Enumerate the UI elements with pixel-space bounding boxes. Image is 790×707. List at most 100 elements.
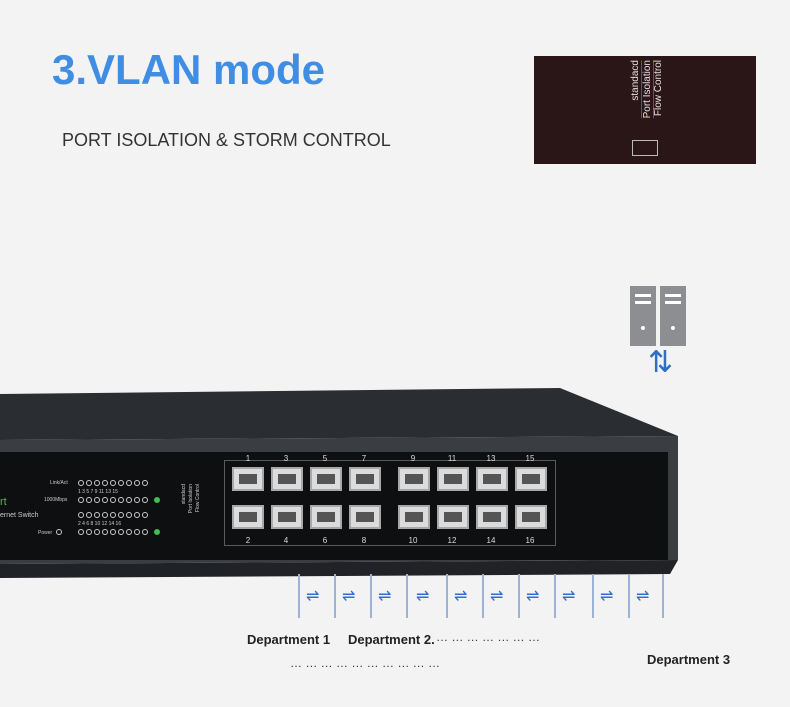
ellipsis-row: … … … … … … … [436, 630, 541, 644]
port-number: 15 [525, 454, 535, 463]
isolation-divider [482, 574, 484, 618]
server-icon [630, 286, 656, 346]
led-indicator [86, 529, 92, 535]
ethernet-port[interactable] [437, 467, 469, 491]
port-number: 11 [447, 454, 457, 463]
port-number: 1 [245, 454, 251, 463]
port-number: 4 [283, 536, 289, 545]
isolation-divider [298, 574, 300, 618]
led-indicator [86, 497, 92, 503]
led-indicator [126, 480, 132, 486]
led-numbers-even: 2 4 6 8 10 12 14 16 [78, 521, 122, 527]
ellipsis-row: … … … … … … … … … … [290, 656, 441, 670]
brand-text: rt [0, 496, 7, 508]
led-indicator [154, 497, 160, 503]
power-label: Power [38, 530, 53, 536]
led-indicator [78, 529, 84, 535]
ethernet-port[interactable] [271, 505, 303, 529]
led-indicator [126, 497, 132, 503]
led-indicator [86, 480, 92, 486]
led-indicator [134, 480, 140, 486]
dip-switch-photo: standacd Port Isolation Flow Control [534, 56, 756, 164]
ethernet-port[interactable] [398, 467, 430, 491]
led-indicator [102, 480, 108, 486]
led-indicator [102, 512, 108, 518]
led-indicator [142, 529, 148, 535]
ethernet-port[interactable] [232, 505, 264, 529]
led-indicator [94, 529, 100, 535]
isolation-icon: ⇌ [526, 588, 540, 605]
ethernet-port[interactable] [515, 467, 547, 491]
isolation-icon: ⇌ [490, 588, 504, 605]
led-indicator [110, 480, 116, 486]
isolation-icon: ⇌ [454, 588, 468, 605]
port-number: 9 [410, 454, 416, 463]
isolation-divider [554, 574, 556, 618]
dip-label-flow-control: Flow Control [653, 60, 664, 117]
port-number: 10 [408, 536, 418, 545]
led-indicator [94, 497, 100, 503]
led-indicator [118, 497, 124, 503]
led-indicator [118, 480, 124, 486]
ethernet-port[interactable] [349, 505, 381, 529]
isolation-divider [446, 574, 448, 618]
led-indicator [118, 529, 124, 535]
panel-dip-label: Port Isolation [188, 484, 194, 514]
department-3-label: Department 3 [647, 652, 731, 667]
isolation-icon: ⇌ [562, 588, 576, 605]
led-indicator [102, 529, 108, 535]
isolation-icon: ⇌ [306, 588, 320, 605]
led-indicator [110, 512, 116, 518]
isolation-icon: ⇌ [416, 588, 430, 605]
isolation-divider [406, 574, 408, 618]
led-indicator [94, 480, 100, 486]
port-number: 16 [525, 536, 535, 545]
led-indicator [78, 497, 84, 503]
department-1-label: Department 1 [247, 632, 331, 647]
led-indicator [134, 497, 140, 503]
ethernet-port[interactable] [515, 505, 547, 529]
dip-switch-block [632, 140, 658, 156]
ethernet-ports [224, 460, 556, 546]
ethernet-port[interactable] [349, 467, 381, 491]
speed-label: 1000Mbps [44, 497, 68, 503]
led-indicator [110, 497, 116, 503]
ethernet-port[interactable] [310, 505, 342, 529]
isolation-divider [662, 574, 664, 618]
isolation-icon: ⇌ [600, 588, 614, 605]
led-numbers-odd: 1 3 5 7 9 11 13 15 [78, 489, 118, 495]
port-number: 2 [245, 536, 251, 545]
ethernet-port[interactable] [310, 467, 342, 491]
isolation-icon: ⇌ [378, 588, 392, 605]
dip-label-standard: standacd [630, 60, 641, 101]
isolation-icon: ⇌ [342, 588, 356, 605]
up-down-arrows-icon: ⇅ [648, 346, 674, 379]
link-act-label: Link/Act [50, 480, 68, 486]
ethernet-port[interactable] [232, 467, 264, 491]
ethernet-port[interactable] [271, 467, 303, 491]
led-indicator [142, 497, 148, 503]
led-indicator [78, 480, 84, 486]
led-indicator [86, 512, 92, 518]
isolation-divider [592, 574, 594, 618]
isolation-icon: ⇌ [636, 588, 650, 605]
port-number: 7 [361, 454, 367, 463]
led-indicator [134, 529, 140, 535]
port-number: 12 [447, 536, 457, 545]
port-number: 5 [322, 454, 328, 463]
port-number: 3 [283, 454, 289, 463]
port-number: 8 [361, 536, 367, 545]
led-indicator [118, 512, 124, 518]
led-indicator [78, 512, 84, 518]
isolation-divider [334, 574, 336, 618]
led-indicator [126, 512, 132, 518]
led-indicator [126, 529, 132, 535]
ethernet-port[interactable] [437, 505, 469, 529]
server-icon [660, 286, 686, 346]
department-2-label: Department 2. [348, 632, 435, 647]
ethernet-port[interactable] [476, 505, 508, 529]
led-indicator [154, 529, 160, 535]
ethernet-port[interactable] [398, 505, 430, 529]
page-title: 3.VLAN mode [52, 46, 326, 93]
ethernet-port[interactable] [476, 467, 508, 491]
